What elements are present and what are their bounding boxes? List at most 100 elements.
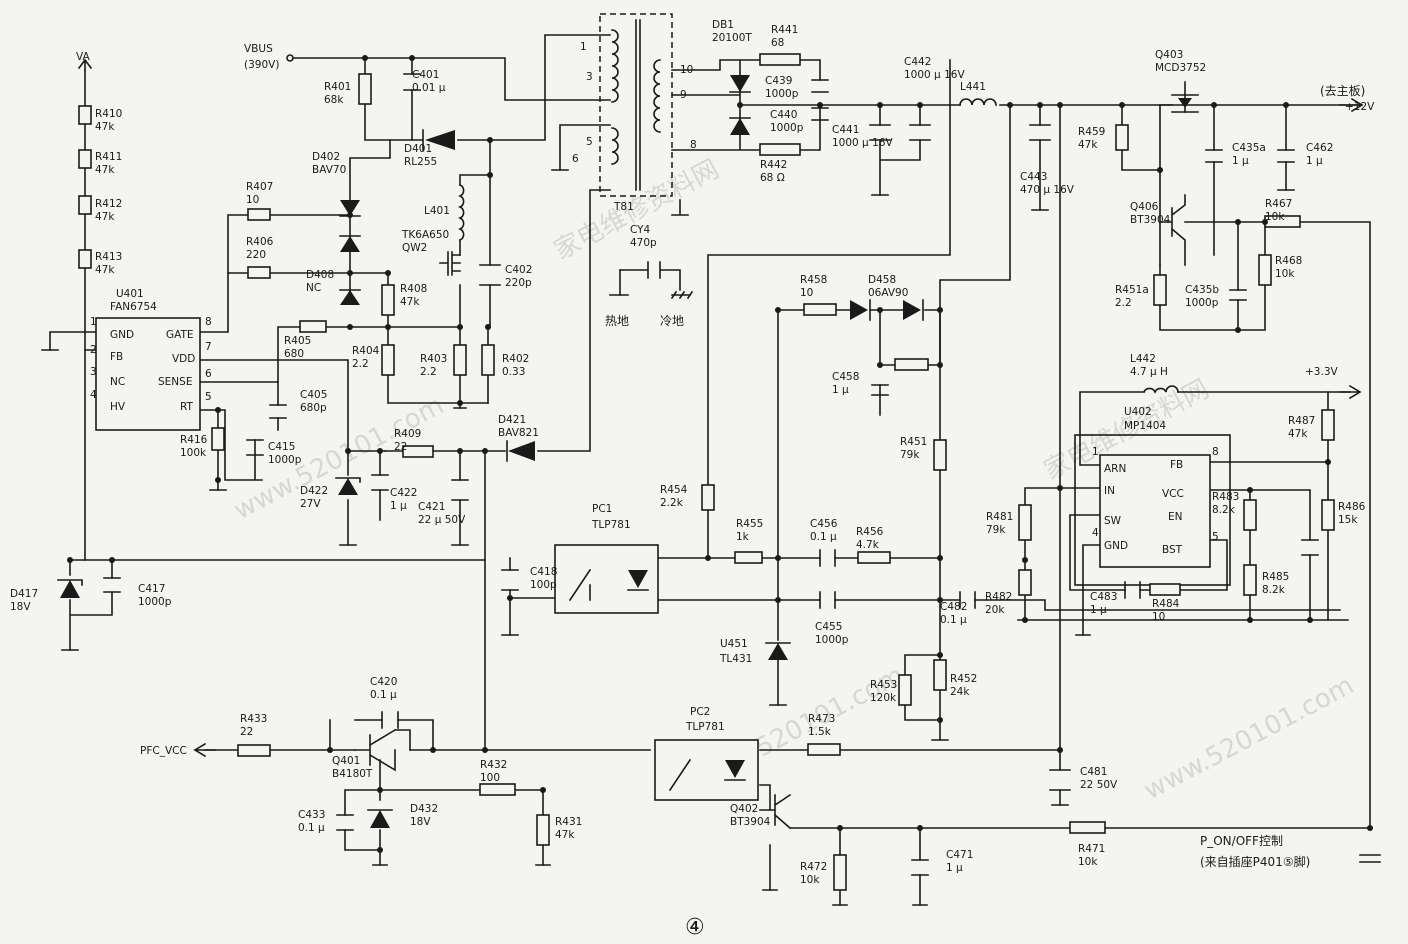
capacitor-C417 bbox=[103, 577, 121, 593]
diode-D458 bbox=[850, 299, 924, 321]
component-value-c482: 0.1 μ bbox=[940, 614, 967, 626]
component-value-c458: 1 μ bbox=[832, 384, 849, 396]
component-value-c433: 0.1 μ bbox=[298, 822, 325, 834]
resistor-R406 bbox=[247, 266, 271, 279]
label-33v: +3.3V bbox=[1305, 366, 1338, 378]
zener-D432 bbox=[367, 809, 393, 828]
u402-ref: U402 bbox=[1124, 406, 1152, 418]
component-ref-r456: R456 bbox=[856, 526, 884, 538]
u401-ref: U401 bbox=[116, 288, 144, 300]
component-ref-c462: C462 bbox=[1306, 142, 1333, 154]
transistor-Q401 bbox=[354, 728, 411, 772]
component-ref-q401: Q401 bbox=[332, 755, 360, 767]
component-ref-c483: C483 bbox=[1090, 591, 1117, 603]
u401-pin-num: 5 bbox=[205, 391, 212, 403]
resistor-R432 bbox=[479, 783, 516, 796]
u401-pin-num: 2 bbox=[90, 344, 97, 356]
label-12v: +12V bbox=[1345, 101, 1375, 113]
transformer-T81 bbox=[599, 13, 673, 197]
component-ref-r442: R442 bbox=[760, 159, 787, 171]
component-value-db1: 20100T bbox=[712, 32, 752, 44]
ic-U401 bbox=[95, 317, 201, 431]
label-cold-gnd: 冷地 bbox=[660, 314, 684, 328]
resistor-R401 bbox=[358, 73, 372, 105]
label-hot-gnd: 热地 bbox=[605, 314, 629, 328]
capacitor-C482 bbox=[959, 591, 976, 609]
component-ref-cy4: CY4 bbox=[630, 224, 651, 236]
component-value-d458: 06AV90 bbox=[868, 287, 908, 299]
component-ref-r459: R459 bbox=[1078, 126, 1105, 138]
component-value-d401: RL255 bbox=[404, 156, 437, 168]
component-ref-r467: R467 bbox=[1265, 198, 1292, 210]
component-value-c443: 470 μ 16V bbox=[1020, 184, 1075, 196]
component-ref-c405: C405 bbox=[300, 389, 327, 401]
component-ref-d422: D422 bbox=[300, 485, 328, 497]
component-value-r409: 22 bbox=[394, 441, 407, 453]
component-value-r432: 100 bbox=[480, 772, 500, 784]
capacitor-C415 bbox=[246, 439, 264, 456]
capacitor-C443 bbox=[1029, 124, 1051, 141]
resistor-R403 bbox=[453, 344, 467, 376]
u401-pin-num: 3 bbox=[90, 366, 97, 378]
component-ref-r405: R405 bbox=[284, 335, 311, 347]
component-value-r402: 0.33 bbox=[502, 366, 525, 378]
resistor-R413 bbox=[78, 249, 92, 269]
u401-pin-name: HV bbox=[110, 401, 126, 413]
capacitor-C455 bbox=[819, 591, 836, 609]
component-ref-r433: R433 bbox=[240, 713, 267, 725]
component-value-cy4: 470p bbox=[630, 237, 657, 249]
u402-pin-name: SW bbox=[1104, 515, 1122, 527]
capacitor-C405 bbox=[269, 404, 287, 419]
component-ref-c440: C440 bbox=[770, 109, 797, 121]
resistor-R431 bbox=[536, 814, 550, 846]
arrow-pfc-vcc bbox=[193, 742, 216, 758]
component-value-d402: BAV70 bbox=[312, 164, 346, 176]
transistor-Q402 bbox=[759, 793, 792, 830]
component-ref-c435b: C435b bbox=[1185, 284, 1219, 296]
component-ref-tk6a650: TK6A650 bbox=[401, 229, 449, 241]
component-value-c405: 680p bbox=[300, 402, 327, 414]
capacitor-C435b bbox=[1229, 289, 1247, 301]
component-value-c435a: 1 μ bbox=[1232, 155, 1249, 167]
resistor-R481 bbox=[1018, 504, 1032, 541]
capacitor-C483 bbox=[1124, 581, 1141, 599]
component-ref-d401: D401 bbox=[404, 143, 432, 155]
component-value-r451: 79k bbox=[900, 449, 920, 461]
u402-pin-name: IN bbox=[1104, 485, 1115, 497]
component-ref-c433: C433 bbox=[298, 809, 325, 821]
component-ref-r413: R413 bbox=[95, 251, 122, 263]
component-ref-c418: C418 bbox=[530, 566, 557, 578]
component-ref-c455: C455 bbox=[815, 621, 842, 633]
resistor-R471 bbox=[1069, 821, 1106, 834]
component-value-r433: 22 bbox=[240, 726, 253, 738]
inductor-L401 bbox=[458, 183, 465, 242]
capacitor-C435a bbox=[1205, 149, 1223, 163]
capacitor-C439 bbox=[811, 79, 829, 93]
inductor-L442 bbox=[1142, 385, 1179, 394]
u401-pin-name: VDD bbox=[172, 353, 195, 365]
u401-pin-name: GATE bbox=[166, 329, 194, 341]
resistor-R482 bbox=[1018, 569, 1032, 596]
u402-pin-name: ARN bbox=[1104, 463, 1126, 475]
labels: VA VBUS (390V) (去主板) +12V +3.3V PFC_VCC … bbox=[10, 19, 1375, 940]
u401-pin-num: 6 bbox=[205, 368, 212, 380]
u401-pin-name: FB bbox=[110, 351, 123, 363]
component-ref-r485: R485 bbox=[1262, 571, 1289, 583]
component-ref-r416: R416 bbox=[180, 434, 208, 446]
u402-pin-num: 4 bbox=[1092, 527, 1099, 539]
component-value-c417: 1000p bbox=[138, 596, 172, 608]
pc1-transistor bbox=[568, 568, 592, 602]
resistor-R459 bbox=[1115, 124, 1129, 151]
component-ref-d421: D421 bbox=[498, 414, 526, 426]
label-ponoff-2: (来自插座P401⑤脚) bbox=[1200, 854, 1310, 869]
component-value-c422: 1 μ bbox=[390, 500, 407, 512]
component-ref-q402: Q402 bbox=[730, 803, 758, 815]
component-value-c401: 0.01 μ bbox=[412, 82, 446, 94]
label-ponoff-1: P_ON/OFF控制 bbox=[1200, 834, 1283, 848]
component-value-r487: 47k bbox=[1288, 428, 1308, 440]
component-ref-r408: R408 bbox=[400, 283, 427, 295]
component-value-r452: 24k bbox=[950, 686, 970, 698]
resistor-R485 bbox=[1243, 564, 1257, 596]
component-ref-r431: R431 bbox=[555, 816, 582, 828]
component-ref-d432: D432 bbox=[410, 803, 438, 815]
